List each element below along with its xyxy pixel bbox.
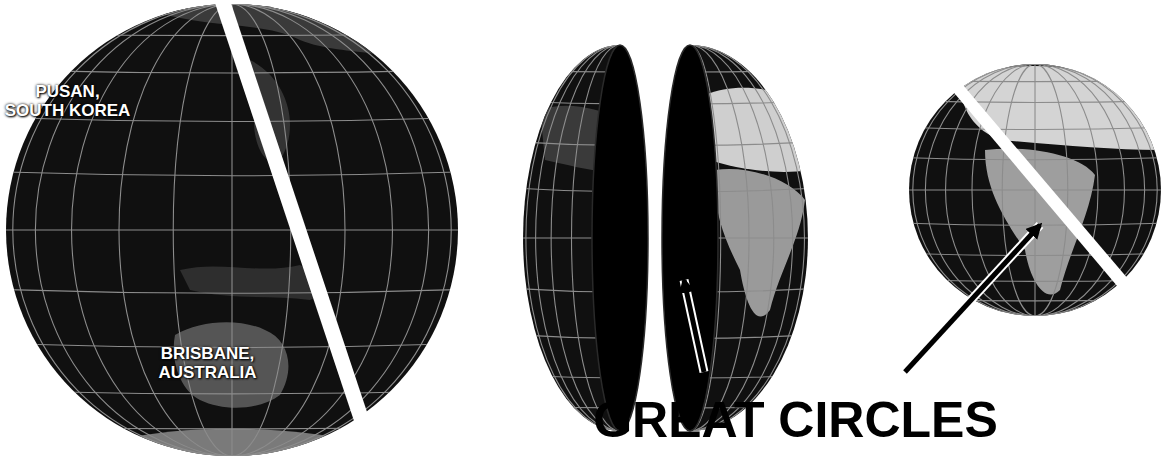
left-hemisphere	[513, 45, 726, 431]
right-hemisphere	[560, 45, 820, 431]
place-label: BRISBANE, AUSTRALIA	[158, 345, 257, 382]
left-globe	[0, 0, 481, 460]
place-label: PUSAN, SOUTH KOREA	[4, 83, 131, 120]
leader-arrow	[684, 225, 1040, 372]
right-globe	[896, 58, 1167, 316]
caption-label: GREAT CIRCLES	[592, 393, 999, 448]
